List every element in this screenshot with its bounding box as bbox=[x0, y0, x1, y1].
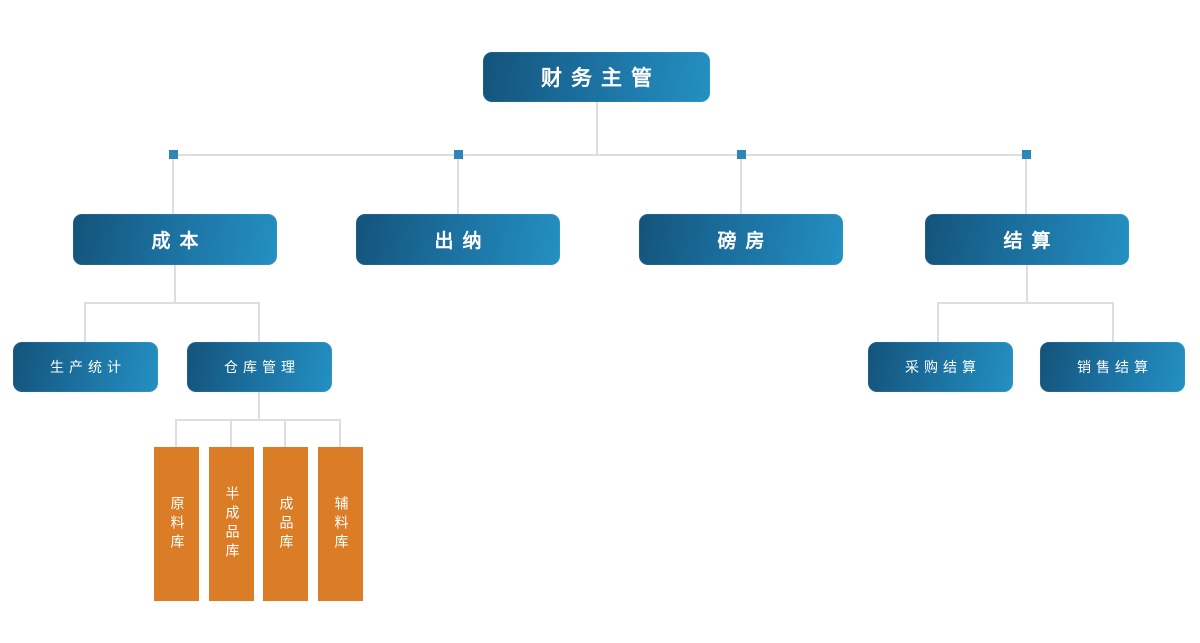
connector-drop-cost bbox=[172, 159, 174, 214]
junction-square-cost bbox=[169, 150, 178, 159]
node-label: 生产统计 bbox=[50, 360, 126, 376]
connector-settlement-horizontal bbox=[937, 302, 1114, 304]
node-settlement: 结算 bbox=[925, 214, 1129, 265]
connector-drop-warehouse-mgmt bbox=[258, 303, 260, 342]
node-label: 出纳 bbox=[434, 230, 491, 252]
node-label: 结算 bbox=[1003, 230, 1060, 252]
node-label: 财务主管 bbox=[541, 66, 661, 90]
connector-drop-semi-finished bbox=[230, 420, 232, 447]
junction-square-settlement bbox=[1022, 150, 1031, 159]
junction-square-cashier bbox=[454, 150, 463, 159]
connector-drop-raw-material bbox=[175, 420, 177, 447]
node-cashier: 出纳 bbox=[356, 214, 560, 265]
connector-warehouse-down bbox=[258, 392, 260, 421]
node-label: 半成品库 bbox=[223, 486, 240, 562]
junction-square-weighbridge bbox=[737, 150, 746, 159]
node-label: 辅料库 bbox=[332, 495, 349, 553]
node-purchase-settlement: 采购结算 bbox=[868, 342, 1013, 392]
connector-drop-weighbridge bbox=[740, 159, 742, 214]
connector-drop-finished bbox=[284, 420, 286, 447]
connector-cost-down bbox=[174, 265, 176, 304]
node-label: 成本 bbox=[151, 230, 208, 252]
node-semi-finished-warehouse: 半成品库 bbox=[209, 447, 254, 601]
node-production-statistics: 生产统计 bbox=[13, 342, 158, 392]
connector-cost-horizontal bbox=[84, 302, 260, 304]
node-cost: 成本 bbox=[73, 214, 277, 265]
node-auxiliary-material-warehouse: 辅料库 bbox=[318, 447, 363, 601]
connector-drop-settlement bbox=[1025, 159, 1027, 214]
connector-drop-auxiliary bbox=[339, 420, 341, 447]
node-label: 采购结算 bbox=[905, 360, 981, 376]
node-warehouse-management: 仓库管理 bbox=[187, 342, 332, 392]
node-weighbridge: 磅房 bbox=[639, 214, 843, 265]
node-label: 销售结算 bbox=[1077, 360, 1153, 376]
node-raw-material-warehouse: 原料库 bbox=[154, 447, 199, 601]
node-finished-goods-warehouse: 成品库 bbox=[263, 447, 308, 601]
node-label: 磅房 bbox=[717, 230, 774, 252]
node-label: 成品库 bbox=[277, 495, 294, 553]
node-label: 原料库 bbox=[168, 495, 185, 553]
connector-settlement-down bbox=[1026, 265, 1028, 304]
connector-root-down bbox=[596, 102, 598, 155]
connector-drop-cashier bbox=[457, 159, 459, 214]
node-label: 仓库管理 bbox=[224, 360, 300, 376]
node-sales-settlement: 销售结算 bbox=[1040, 342, 1185, 392]
connector-level2-horizontal bbox=[172, 154, 1028, 156]
node-finance-supervisor: 财务主管 bbox=[483, 52, 710, 102]
connector-drop-production-stats bbox=[84, 303, 86, 342]
connector-drop-sales-settlement bbox=[1112, 303, 1114, 342]
connector-drop-purchase-settlement bbox=[937, 303, 939, 342]
connector-warehouse-horizontal bbox=[175, 419, 341, 421]
